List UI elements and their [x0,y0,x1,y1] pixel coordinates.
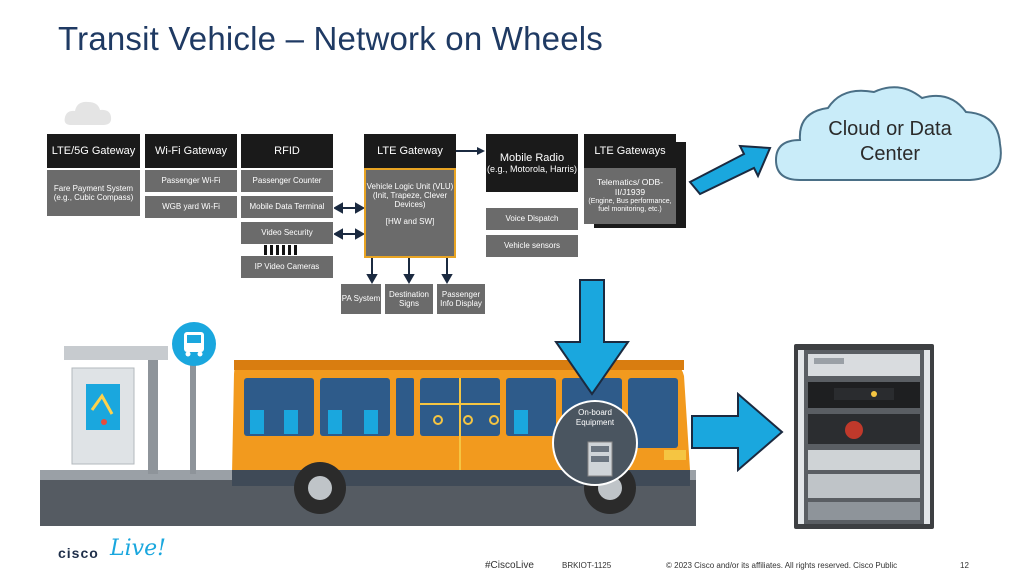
onboard-equipment-circle [552,400,638,486]
session-id-label: BRKIOT-1125 [562,561,612,570]
cisco-logo-text: cisco [58,545,99,561]
camera-bars-icon [264,245,297,255]
small-cloud-icon [64,101,112,125]
rfid-header: RFID [241,134,333,168]
wifi-gateway-header: Wi-Fi Gateway [145,134,237,168]
video-security-box: Video Security [241,222,333,244]
lte-gateway-header: LTE Gateway [364,134,456,168]
cloud-label-line1: Cloud or Data [828,118,952,140]
passenger-info-display-box: Passenger Info Display [437,284,485,314]
live-logo-text: Live! [110,536,166,561]
down-arrow-icon [554,279,630,396]
voice-dispatch-box: Voice Dispatch [486,208,578,230]
bidirectional-arrows-icon [334,202,364,240]
pa-system-box: PA System [341,284,381,314]
page-title: Transit Vehicle – Network on Wheels [58,20,604,57]
down-arrows-icon [366,258,453,284]
telematics-detail: (Engine, Bus performance, fuel monitorin… [588,197,672,213]
bus-shelter-illustration [64,346,196,474]
destination-signs-box: Destination Signs [385,284,433,314]
cloud-icon [774,86,1002,181]
right-arrow-icon [456,147,485,155]
mobile-radio-subtitle: (e.g., Motorola, Harris) [486,164,578,175]
photo-arrow-icon [691,392,784,472]
mobile-radio-title: Mobile Radio [499,151,565,164]
wgb-yard-wifi-box: WGB yard Wi-Fi [145,196,237,218]
vlu-title: Vehicle Logic Unit (VLU) [366,182,454,191]
copyright-label: © 2023 Cisco and/or its affiliates. All … [666,561,898,570]
passenger-counter-box: Passenger Counter [241,170,333,192]
lte5g-gateway-header: LTE/5G Gateway [47,134,140,168]
vlu-hw-sw: [HW and SW] [385,217,435,226]
mobile-data-terminal-box: Mobile Data Terminal [241,196,333,218]
cloud-label: Cloud or Data Center [800,117,980,167]
hashtag-label: #CiscoLive [485,560,534,571]
page-number: 12 [960,561,969,570]
vehicle-sensors-box: Vehicle sensors [486,235,578,257]
vlu-vendors: (Init, Trapeze, Clever Devices) [372,191,448,209]
cloud-arrow-icon [688,144,772,196]
ip-video-cameras-box: IP Video Cameras [241,256,333,278]
equipment-photo [794,344,934,529]
telematics-title: Telematics/ ODB-II/J1939 [596,177,664,197]
cloud-label-line2: Center [859,143,921,165]
passenger-wifi-box: Passenger Wi-Fi [145,170,237,192]
mobile-radio-header: Mobile Radio (e.g., Motorola, Harris) [486,134,578,192]
lte-gateways-header: LTE Gateways [584,134,676,168]
telematics-box: Telematics/ ODB-II/J1939 (Engine, Bus pe… [584,168,676,224]
equipment-rack-illustration [798,350,930,524]
bus-stop-sign-icon [172,322,216,366]
fare-payment-box: Fare Payment System (e.g., Cubic Compass… [47,170,140,216]
onboard-equipment-label: On-board Equipment [575,408,615,427]
vlu-box: Vehicle Logic Unit (VLU) (Init, Trapeze,… [364,168,456,258]
